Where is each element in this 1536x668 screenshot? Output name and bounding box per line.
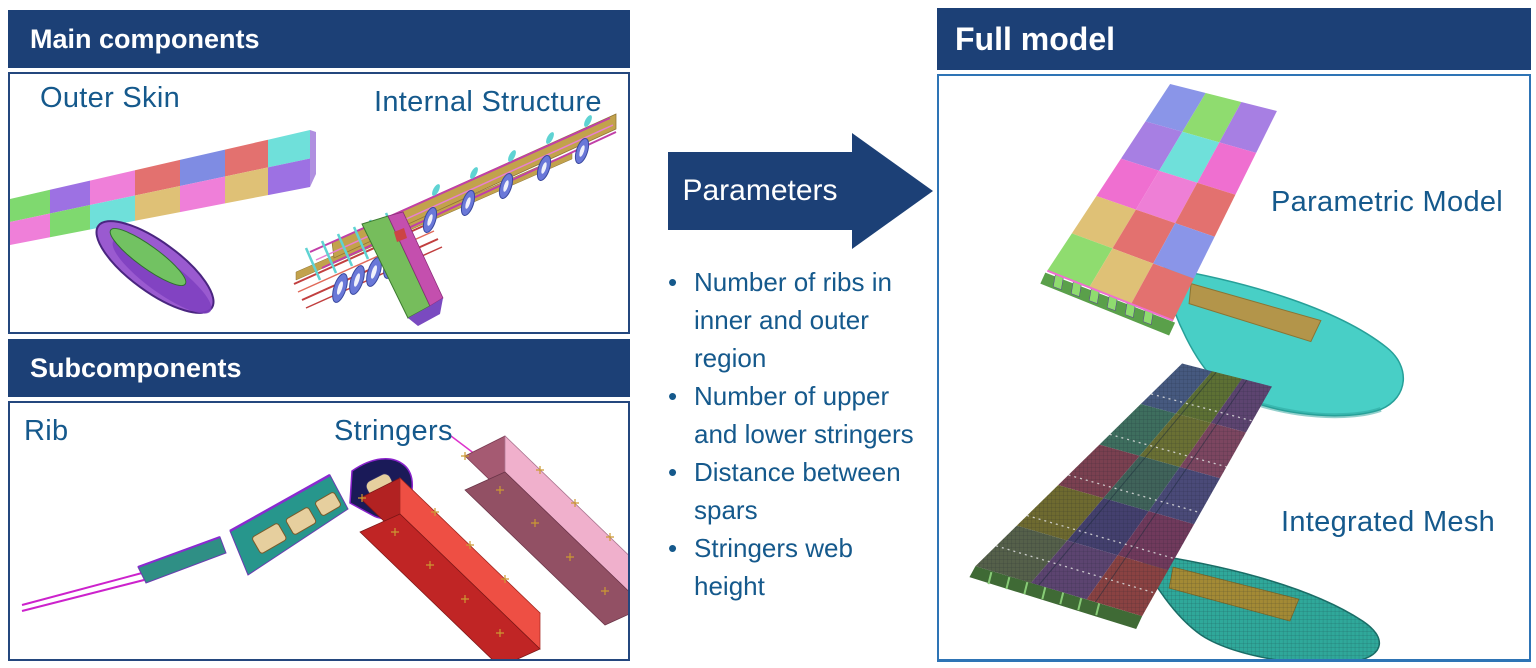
full-model-box: Parametric Model Integrated Mesh <box>937 74 1531 662</box>
outer-skin-illustration <box>10 130 316 314</box>
outer-skin-label: Outer Skin <box>40 82 180 114</box>
rib-label: Rib <box>24 415 69 447</box>
subcomponents-title: Subcomponents <box>30 352 242 383</box>
bullet-icon: • <box>668 381 678 411</box>
parameters-column: Parameters • Number of ribs in inner and… <box>668 133 938 605</box>
components-column: Main components Outer Skin Internal Stru… <box>8 10 630 661</box>
parameter-text: Number of upper and lower stringers <box>694 381 914 449</box>
parameters-arrow-label: Parameters <box>682 174 838 207</box>
arrow-right-icon <box>668 133 933 249</box>
main-components-title: Main components <box>30 23 260 54</box>
internal-structure-label: Internal Structure <box>374 86 602 118</box>
stringers-illustration <box>358 435 628 659</box>
parameter-item: • Stringers web height <box>668 529 920 605</box>
subcomponents-illustration <box>21 435 628 659</box>
integrated-mesh-label: Integrated Mesh <box>1281 506 1496 538</box>
parametric-model-illustration <box>1040 83 1404 419</box>
parameter-item: • Number of upper and lower stringers <box>668 377 920 453</box>
internal-structure-illustration <box>293 113 617 326</box>
full-model-illustration <box>969 83 1404 659</box>
main-components-illustration <box>10 113 617 326</box>
parameter-text: Stringers web height <box>694 533 853 601</box>
parameter-text: Number of ribs in inner and outer region <box>694 267 892 373</box>
stringers-label: Stringers <box>334 415 453 447</box>
integrated-mesh-illustration <box>969 363 1381 659</box>
parametric-model-label: Parametric Model <box>1271 186 1504 218</box>
parameter-text: Distance between spars <box>694 457 901 525</box>
full-model-header: Full model <box>937 8 1531 70</box>
main-components-header: Main components <box>8 10 630 68</box>
bullet-icon: • <box>668 457 678 487</box>
bullet-icon: • <box>668 533 678 563</box>
parameters-arrow: Parameters <box>668 133 933 249</box>
parameter-item: • Number of ribs in inner and outer regi… <box>668 263 920 377</box>
subcomponents-header: Subcomponents <box>8 339 630 397</box>
full-model-title: Full model <box>955 20 1115 57</box>
parameters-list: • Number of ribs in inner and outer regi… <box>668 263 920 605</box>
main-components-box: Outer Skin Internal Structure <box>8 72 630 334</box>
rib-illustration <box>21 458 413 612</box>
full-model-column: Full model Parametric Model Integrated M… <box>937 8 1531 662</box>
subcomponents-box: Rib Stringers <box>8 401 630 661</box>
parameter-item: • Distance between spars <box>668 453 920 529</box>
bullet-icon: • <box>668 267 678 297</box>
